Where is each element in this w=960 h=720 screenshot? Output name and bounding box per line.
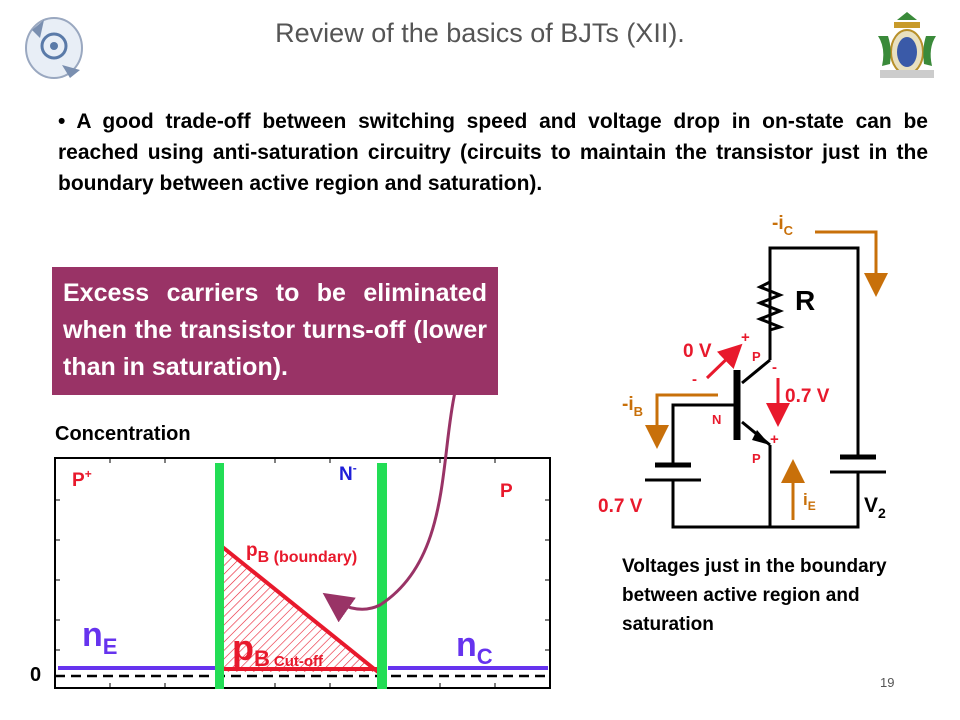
vbe-label: 0 V: [683, 341, 712, 362]
vbe-plus-label: +: [741, 329, 750, 346]
wire-base: [671, 403, 737, 465]
y-ticks: [55, 499, 550, 651]
left-logo-icon: [25, 17, 83, 79]
resistor-label: R: [795, 285, 815, 316]
x-ticks: [109, 458, 496, 688]
vbe-minus-label: -: [692, 371, 697, 388]
v1-label: 0.7 V: [598, 496, 643, 517]
plot-ylabel: Concentration: [55, 423, 191, 445]
vce-plus-label: +: [770, 431, 779, 448]
circuit-schematic: [645, 246, 886, 529]
ic-label: -iC: [772, 213, 794, 238]
region-p-plus-label: P+: [72, 467, 92, 491]
junction-je-bar: [215, 463, 224, 689]
bullet-marker: •: [58, 110, 66, 133]
pb-boundary-label: pB (boundary): [246, 540, 357, 566]
n-base-label: N: [712, 412, 721, 427]
ic-arrow: [815, 230, 888, 297]
wire-top: [768, 246, 860, 455]
ie-label: iE: [803, 490, 816, 513]
callout-arrow: [322, 391, 457, 623]
page-number: 19: [880, 675, 895, 690]
resistor-icon: [755, 280, 785, 332]
junction-jc-bar: [377, 463, 387, 689]
ib-label: -iB: [622, 394, 643, 419]
vce-minus-label: -: [772, 359, 777, 376]
region-p-label: P: [500, 481, 513, 502]
ib-arrow: [645, 393, 718, 449]
circuit-caption: Voltages just in the boundary between ac…: [622, 556, 887, 635]
p-bottom-label: P: [752, 451, 761, 466]
vbe-arrow: [705, 343, 743, 380]
region-n-minus-label: N-: [339, 461, 357, 485]
bullet-text: A good trade-off between switching speed…: [58, 110, 928, 195]
bjt-emitter-arrow-icon: [752, 430, 770, 445]
v2-label: V2: [864, 494, 886, 521]
vce-label: 0.7 V: [785, 386, 830, 407]
university-seal-icon: [878, 12, 936, 78]
pb-boundary-line: [218, 543, 380, 674]
p-top-label: P: [752, 349, 761, 364]
callout-box: Excess carriers to be eliminated when th…: [52, 267, 498, 395]
wire-bottom: [671, 472, 860, 529]
bullet-paragraph: • A good trade-off between switching spe…: [58, 106, 928, 199]
bjt-collector-lead: [741, 358, 771, 385]
page-title: Review of the basics of BJTs (XII).: [275, 18, 685, 48]
nc-label: nC: [456, 626, 493, 669]
plot-zero-label: 0: [30, 664, 42, 686]
plot-frame: [54, 457, 551, 689]
ne-label: nE: [82, 616, 117, 659]
